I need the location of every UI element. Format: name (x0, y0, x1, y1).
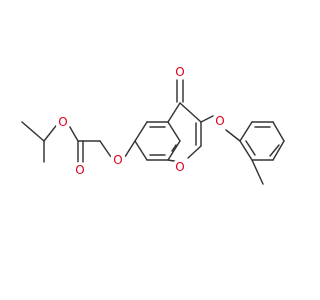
bond (134, 140, 148, 161)
bond (167, 102, 181, 123)
molecule-diagram: O O O O O O (21, 64, 285, 185)
carbonyl-oxygen-label: O (175, 65, 184, 79)
bond (245, 140, 256, 156)
bond (272, 121, 285, 142)
bond (167, 140, 181, 161)
alkoxy-oxygen-label: O (113, 153, 122, 167)
bond (167, 121, 181, 142)
atom-label-layer: O O O O O O (55, 64, 228, 178)
ester-oxygen-label: O (58, 115, 67, 129)
bond (272, 140, 285, 161)
atom-background (212, 113, 228, 129)
bond (21, 121, 45, 142)
bond (187, 145, 202, 159)
atom-background (110, 152, 126, 168)
bond (171, 144, 177, 152)
ring-oxygen-label: O (175, 160, 184, 174)
bond (239, 121, 253, 142)
atom-background (55, 114, 71, 130)
atom-background (72, 162, 88, 178)
bond (251, 159, 264, 185)
bond (179, 102, 202, 123)
bond (239, 140, 253, 161)
bond (269, 144, 280, 157)
bond (134, 121, 148, 142)
aryl-ether-oxygen-label: O (215, 114, 224, 128)
bond (200, 115, 214, 123)
ester-carbonyl-oxygen-label: O (75, 163, 84, 177)
bond-layer (21, 79, 285, 185)
atom-background (172, 64, 188, 80)
bond (225, 129, 241, 142)
structure-svg: O O O O O O (21, 64, 285, 185)
atom-background (172, 159, 188, 175)
